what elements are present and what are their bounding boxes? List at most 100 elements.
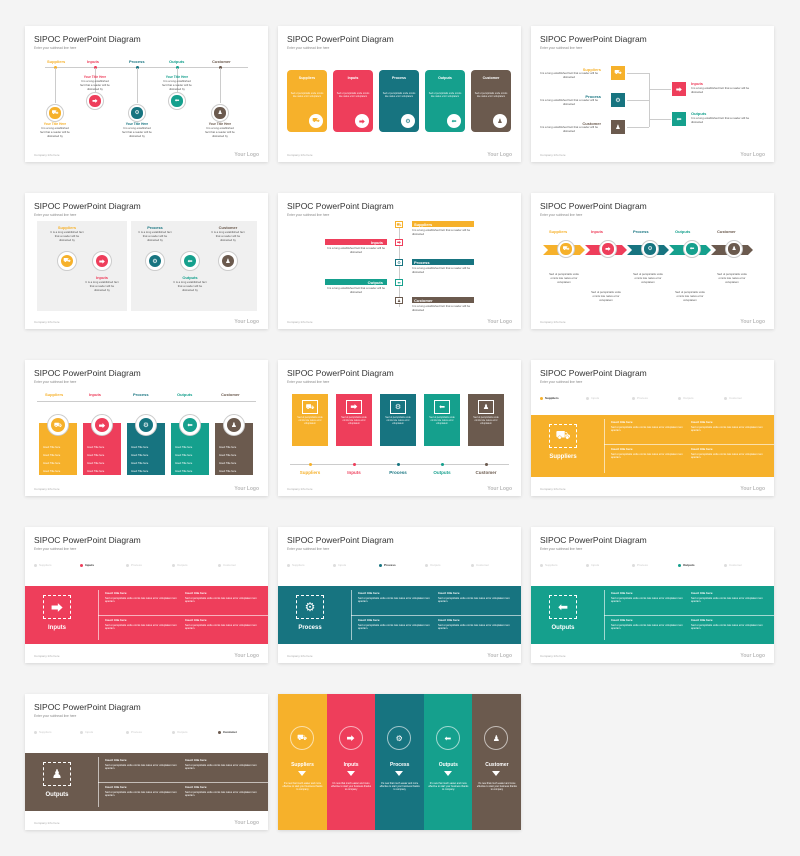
arrow-in-icon: ⮕ bbox=[95, 418, 109, 432]
truck-icon: ⛟ bbox=[611, 66, 625, 80]
arrow-out-icon: ⬅ bbox=[183, 418, 197, 432]
slide-subtitle: Enter your subhead line here bbox=[34, 46, 77, 50]
slide-footer: Company Info here bbox=[34, 654, 60, 658]
your-title: Your Title Here bbox=[43, 122, 67, 126]
list-row: Insert Title here bbox=[219, 462, 237, 465]
stage-circle: ⬅ bbox=[168, 92, 186, 110]
slide-footer: Company Info here bbox=[34, 153, 60, 157]
stage-card: ⮕Sed ut perspiciatis unde omnis iste nat… bbox=[336, 394, 372, 446]
cell-text: Sed ut perspiciatis unde omnis iste natu… bbox=[611, 623, 683, 631]
body-text: It is a long established fact that a rea… bbox=[691, 116, 750, 124]
slide-subtitle: Enter your subhead line here bbox=[540, 46, 583, 50]
stage-tab[interactable]: Suppliers bbox=[540, 563, 558, 567]
stage-label-customer: Customer bbox=[221, 392, 240, 397]
slide-footer: Company Info here bbox=[540, 320, 566, 324]
list-row: Insert Title here bbox=[219, 470, 237, 473]
stage-tab[interactable]: Customer bbox=[471, 563, 489, 567]
stage-tab[interactable]: Inputs bbox=[333, 563, 346, 567]
arrow-out-icon: ⬅ bbox=[395, 279, 403, 286]
stage-tab[interactable]: Inputs bbox=[80, 563, 94, 567]
stage-tab[interactable]: Customer bbox=[724, 396, 742, 400]
stage-circle: ⮕ bbox=[92, 251, 112, 271]
stage-tab[interactable]: Process bbox=[126, 730, 142, 734]
tab-label: Customer bbox=[476, 563, 490, 567]
stage-tab[interactable]: Outputs bbox=[172, 730, 188, 734]
slide-logo: Your Logo bbox=[740, 152, 765, 158]
tab-label: Outputs bbox=[177, 563, 188, 567]
stage-tab[interactable]: Suppliers bbox=[34, 563, 52, 567]
tab-dot bbox=[126, 563, 129, 567]
stage-label-process: Process bbox=[633, 229, 649, 234]
body-text: It is a long established fact that a rea… bbox=[80, 79, 110, 91]
arrow-out-icon: ⬅ bbox=[672, 112, 686, 126]
stage-card: ♟Sed ut perspiciatis unde omnis iste nat… bbox=[468, 394, 504, 446]
slide-logo: Your Logo bbox=[234, 319, 259, 325]
slide-subtitle: Enter your subhead line here bbox=[540, 213, 583, 217]
stage-circle: ♟ bbox=[223, 414, 245, 436]
slide-logo: Your Logo bbox=[740, 319, 765, 325]
cell-text: Sed ut perspiciatis unde omnis iste natu… bbox=[691, 425, 763, 433]
stage-tab[interactable]: Inputs bbox=[586, 563, 599, 567]
slide-logo: Your Logo bbox=[740, 653, 765, 659]
stage-tab[interactable]: Suppliers bbox=[287, 563, 305, 567]
stage-tab[interactable]: Inputs bbox=[586, 396, 599, 400]
list-row: Insert Title here bbox=[219, 454, 237, 457]
stage-tab[interactable]: Outputs bbox=[678, 396, 694, 400]
stage-tab[interactable]: Inputs bbox=[80, 730, 93, 734]
bar-label: Customer bbox=[414, 298, 433, 303]
gear-icon: ⚙ bbox=[387, 726, 412, 750]
stage-tab[interactable]: Process bbox=[632, 396, 648, 400]
tab-label: Process bbox=[131, 730, 142, 734]
stage-tab[interactable]: Customer bbox=[218, 730, 237, 734]
stage-tab[interactable]: Process bbox=[379, 563, 396, 567]
stage-label-outputs: Outputs bbox=[433, 470, 451, 475]
stage-tab[interactable]: Suppliers bbox=[540, 396, 559, 400]
column-title: Outputs bbox=[438, 762, 458, 768]
cell-text: Sed ut perspiciatis unde omnis iste natu… bbox=[691, 623, 763, 631]
slide-subtitle: Enter your subhead line here bbox=[34, 380, 77, 384]
body-text: It is a long established fact that a rea… bbox=[691, 86, 750, 94]
slide-logo: Your Logo bbox=[487, 653, 512, 659]
stage-tab[interactable]: Process bbox=[632, 563, 648, 567]
cell-text: Sed ut perspiciatis unde omnis iste natu… bbox=[105, 623, 177, 631]
cell-text: Sed ut perspiciatis unde omnis iste natu… bbox=[691, 596, 763, 604]
truck-icon: ⛟ bbox=[60, 254, 74, 268]
stage-tab[interactable]: Customer bbox=[218, 563, 236, 567]
stage-tab[interactable]: Suppliers bbox=[34, 730, 52, 734]
band-divider bbox=[98, 782, 268, 783]
timeline-dot bbox=[441, 463, 444, 466]
stage-tab[interactable]: Outputs bbox=[678, 563, 695, 567]
connector-line bbox=[95, 68, 96, 93]
stage-tab[interactable]: Outputs bbox=[172, 563, 188, 567]
slide-title: SIPOC PowerPoint Diagram bbox=[540, 535, 647, 545]
slide-footer: Company Info here bbox=[287, 320, 313, 324]
stage-tab[interactable]: Outputs bbox=[425, 563, 441, 567]
tab-dot bbox=[724, 563, 727, 567]
person-icon: ♟ bbox=[493, 114, 507, 128]
connector-line bbox=[220, 68, 221, 103]
slide-title: SIPOC PowerPoint Diagram bbox=[540, 201, 647, 211]
stage-circle: ⛟ bbox=[47, 414, 69, 436]
stage-tab[interactable]: Customer bbox=[724, 563, 742, 567]
tab-label: Inputs bbox=[591, 396, 600, 400]
stage-tab[interactable]: Process bbox=[126, 563, 142, 567]
tab-label: Outputs bbox=[683, 563, 695, 567]
cell-title: Insert title here bbox=[105, 785, 127, 789]
